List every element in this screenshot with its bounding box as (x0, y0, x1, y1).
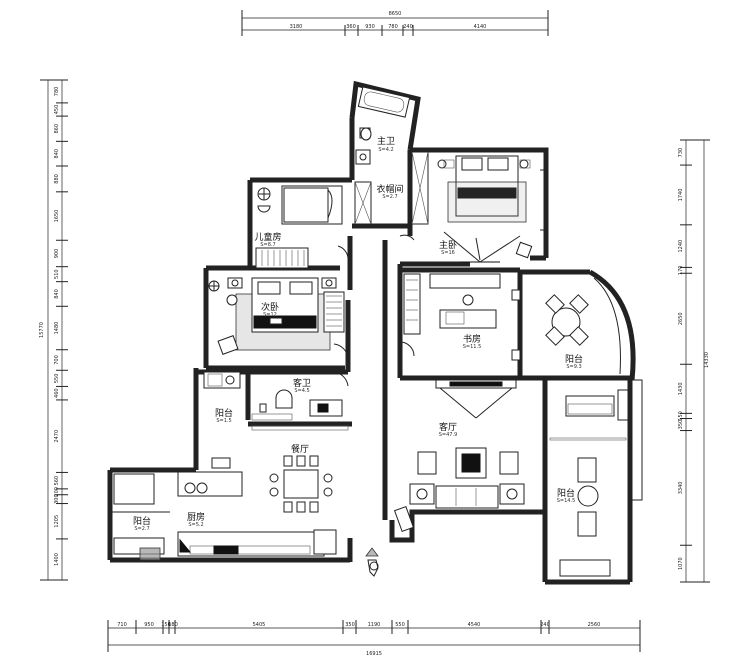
master-bedroom: 主卧 S=16 (399, 155, 546, 263)
guest-bath-area: S=4.5 (294, 388, 309, 394)
right-dim: 3340 (678, 482, 684, 495)
balcony-west-label: 阳台 (215, 407, 233, 419)
study: 书房 S=11.5 (399, 273, 521, 361)
left-total-dim: 15770 (39, 322, 45, 338)
left-dim: 1480 (54, 322, 60, 335)
guest-bath: 客卫 S=4.5 (251, 371, 349, 431)
dining-room: 餐厅 (269, 443, 333, 513)
balcony-east-label: 阳台 (565, 353, 583, 365)
right-dim: 730 (678, 148, 684, 158)
left-dim: 2470 (54, 430, 60, 443)
balcony-east-area: S=9.3 (566, 364, 581, 370)
master-bedroom-area: S=16 (441, 250, 455, 256)
bottom-dim: 950 (144, 622, 154, 628)
top-dim: 3180 (290, 24, 303, 30)
top-dimension-chain: 8650 3180 360 930 780 240 4140 (241, 10, 549, 36)
left-dim: 780 (54, 87, 60, 97)
second-bedroom-area: S=12 (263, 312, 277, 318)
kids-room-label: 儿童房 (254, 231, 281, 243)
balcony-kitchen: 阳台 S=2.7 (110, 511, 170, 561)
bottom-dim: 150 (161, 622, 171, 628)
left-dim: 880 (54, 174, 60, 184)
left-dim: 550 (54, 374, 60, 384)
master-bath: 主卫 S=4.2 (355, 86, 411, 165)
master-bath-area: S=4.2 (378, 147, 393, 153)
study-label: 书房 (463, 333, 481, 345)
second-bedroom-label: 次卧 (261, 301, 279, 313)
left-dim: 840 (54, 289, 60, 299)
closet-label: 衣帽间 (376, 183, 403, 195)
right-dim: 2650 (678, 312, 684, 325)
bottom-dim: 710 (117, 622, 127, 628)
study-area: S=11.5 (463, 344, 482, 350)
master-bedroom-label: 主卧 (439, 239, 457, 251)
left-dim: 900 (54, 249, 60, 259)
kids-room: 儿童房 S=8.7 (254, 185, 349, 269)
kitchen-label: 厨房 (187, 511, 205, 523)
guest-bath-label: 客卫 (293, 377, 311, 389)
left-dim: 200 (54, 487, 60, 497)
balcony-kitchen-area: S=2.7 (134, 526, 149, 532)
left-dim: 510 (54, 269, 60, 279)
left-dimension-chain: 15770 780 450 860 840 880 1650 900 510 840 1480 70… (39, 79, 68, 581)
left-dim: 460 (54, 388, 60, 398)
bottom-dim: 240 (540, 622, 550, 628)
balcony-west-area: S=1.5 (216, 418, 231, 424)
balcony-east: 阳台 S=9.3 (545, 277, 621, 375)
balcony-south-area: S=14.5 (557, 498, 576, 504)
right-dim: 1430 (678, 382, 684, 395)
bottom-dim: 180 (168, 622, 178, 628)
top-dim: 780 (388, 24, 398, 30)
balcony-west: 阳台 S=1.5 (203, 371, 241, 469)
closet-area: S=2.7 (382, 194, 397, 200)
walls (107, 80, 636, 585)
balcony-kitchen-label: 阳台 (133, 515, 151, 527)
living-room: 客厅 S=47.9 (393, 379, 525, 533)
top-dim: 930 (365, 24, 375, 30)
master-bath-label: 主卫 (377, 135, 395, 147)
left-dim: 560 (54, 476, 60, 486)
kids-room-area: S=8.7 (260, 242, 275, 248)
left-dim: 840 (54, 149, 60, 159)
left-dim: 1400 (54, 553, 60, 566)
bottom-dim: 2560 (588, 622, 601, 628)
top-total-dim: 8650 (389, 11, 402, 17)
right-dim: 150 (678, 411, 684, 421)
top-dim: 360 (346, 24, 356, 30)
living-room-label: 客厅 (439, 421, 457, 433)
right-dim: 1740 (678, 189, 684, 202)
right-dim: 350 (678, 420, 684, 430)
bottom-dim: 5405 (253, 622, 266, 628)
bottom-dim: 4540 (468, 622, 481, 628)
dining-room-label: 餐厅 (291, 443, 309, 455)
closet: 衣帽间 S=2.7 (354, 151, 429, 225)
entrance-arrow-icon (365, 547, 379, 577)
left-dim: 860 (54, 124, 60, 134)
top-dim: 4140 (474, 24, 487, 30)
kitchen: 厨房 S=5.2 (113, 471, 337, 557)
right-dim: 1070 (678, 557, 684, 570)
bottom-dim: 350 (345, 622, 355, 628)
left-dim: 450 (54, 105, 60, 115)
top-dim: 240 (403, 24, 413, 30)
left-dim: 1205 (54, 515, 60, 528)
living-room-area: S=47.9 (439, 432, 458, 438)
bottom-dim: 1190 (368, 622, 381, 628)
left-dim: 300 (54, 494, 60, 504)
right-total-dim: 14330 (704, 352, 710, 368)
left-dim: 1650 (54, 210, 60, 223)
left-dim: 700 (54, 355, 60, 365)
right-dim: 170 (678, 266, 684, 276)
bottom-total-dim: 16915 (366, 651, 382, 657)
right-dim: 1240 (678, 240, 684, 253)
bottom-dim: 550 (395, 622, 405, 628)
kitchen-area: S=5.2 (188, 522, 203, 528)
balcony-south: 阳台 S=14.5 (549, 379, 643, 577)
balcony-south-label: 阳台 (557, 487, 575, 499)
second-bedroom: 次卧 S=12 (208, 277, 349, 359)
bottom-dimension-chain: 710 950 150 180 5405 350 1190 550 4540 2… (107, 620, 641, 657)
